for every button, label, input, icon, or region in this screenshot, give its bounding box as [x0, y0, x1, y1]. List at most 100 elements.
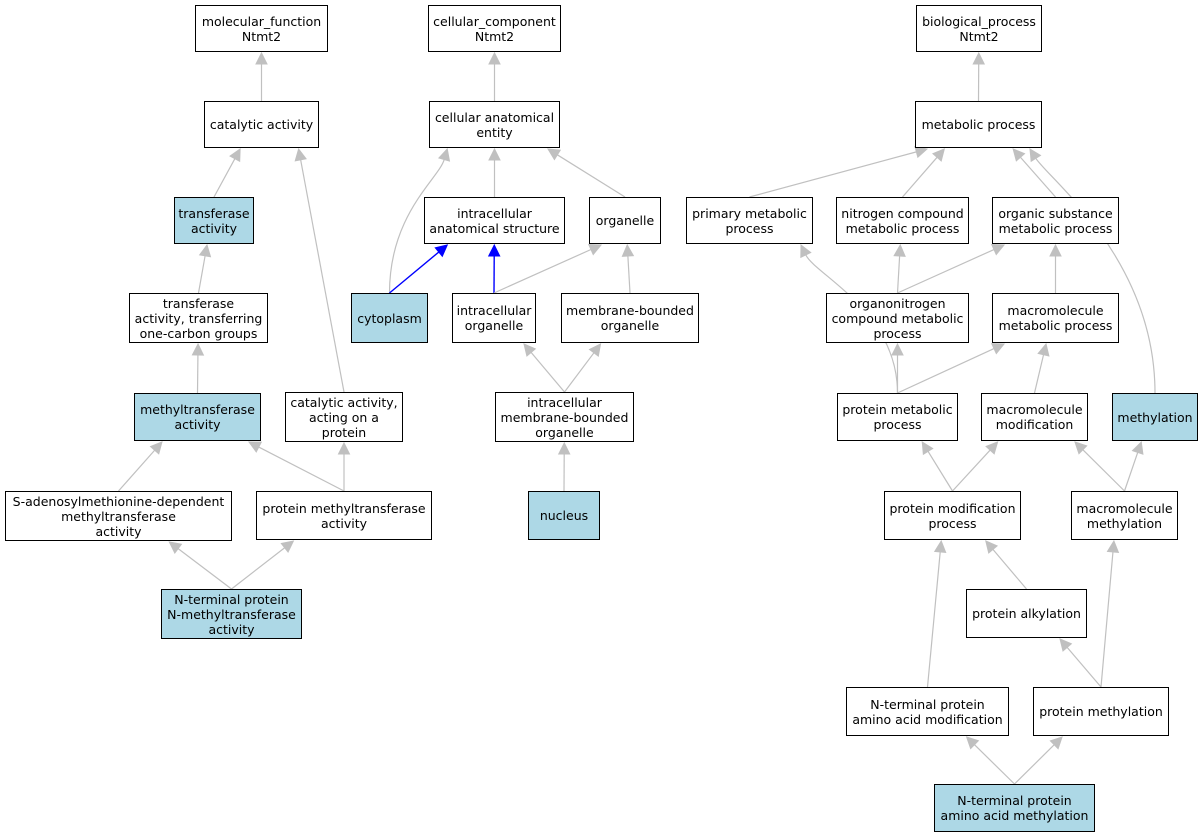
edge-arrowhead [931, 148, 946, 162]
edge-primary_metabolic_process-to-metabolic_process [749, 145, 929, 198]
edge-membrane_bounded_organelle-to-organelle [621, 243, 635, 294]
edge-arrowhead [191, 342, 205, 356]
edge-n_terminal_protein_aa_methylation-to-n_terminal_protein_aa_modification [965, 736, 1015, 785]
edge-arrowhead [1049, 736, 1063, 750]
edge-arrowhead [1074, 441, 1088, 455]
edge-arrowhead [547, 148, 562, 161]
edge-protein_modification_process-to-protein_metabolic_process [921, 441, 954, 492]
node-macromolecule-metabolic-process[interactable]: macromolecule metabolic process [992, 293, 1119, 343]
edge-line [118, 449, 156, 492]
edge-arrowhead [434, 244, 449, 258]
node-membrane-bounded-organelle[interactable]: membrane-bounded organelle [561, 293, 699, 343]
edge-arrowhead [588, 343, 602, 357]
edge-arrowhead [893, 243, 906, 257]
node-protein-methyltransferase-activity[interactable]: protein methyltransferase activity [256, 491, 432, 540]
edge-arrowhead [198, 243, 212, 258]
edge-intracellular_organelle-to-intracellular_anatomical_structure [487, 243, 501, 294]
node-protein-alkylation[interactable]: protein alkylation [966, 589, 1087, 638]
edge-protein_methylation-to-protein_alkylation [1059, 638, 1102, 688]
node-catalytic-activity-on-protein[interactable]: catalytic activity, acting on a protein [285, 392, 403, 442]
edge-intracellular_membrane_bounded_organelle-to-intracellular_organelle [523, 343, 565, 393]
edge-arrowhead [621, 243, 635, 257]
edge-organonitrogen_compound_metabolic_process-to-nitrogen_compound_metabolic_process [893, 243, 906, 294]
edge-cytoplasm-to-intracellular_anatomical_structure [389, 244, 449, 294]
edge-arrowhead [149, 441, 163, 455]
edge-line [1019, 156, 1056, 198]
node-organonitrogen-compound-metabolic-process[interactable]: organonitrogen compound metabolic proces… [826, 293, 969, 343]
edge-line [992, 549, 1027, 590]
edge-arrowhead [168, 541, 183, 554]
edge-protein_methyltransferase_activity-to-methyltransferase_activity [248, 441, 345, 492]
node-organelle[interactable]: organelle [589, 197, 661, 244]
edge-line [902, 156, 938, 198]
edge-arrowhead [437, 147, 451, 162]
node-catalytic-activity[interactable]: catalytic activity [204, 101, 319, 148]
edge-arrowhead [990, 243, 1006, 256]
edge-arrowhead [488, 147, 501, 161]
edge-line [627, 255, 631, 294]
edge-cytoplasm-to-cellular_anatomical_entity [388, 147, 451, 294]
edge-macromolecule_metabolic_process-to-organic_substance_metabolic_process [1049, 243, 1062, 293]
edge-line [897, 348, 995, 394]
node-sam-dependent-methyltransferase[interactable]: S-adenosylmethionine-dependent methyltra… [5, 491, 232, 541]
edge-organelle-to-cellular_anatomical_entity [547, 148, 626, 198]
edge-line [1100, 551, 1114, 688]
node-protein-methylation[interactable]: protein methylation [1033, 687, 1169, 736]
edge-arrowhead [587, 243, 603, 256]
node-macromolecule-modification[interactable]: macromolecule modification [981, 393, 1088, 441]
node-n-terminal-protein-amino-acid-modification[interactable]: N-terminal protein amino acid modificati… [846, 687, 1009, 736]
edge-line [493, 248, 592, 294]
edge-arrowhead [921, 441, 934, 456]
edge-macromolecule_modification-to-macromolecule_metabolic_process [1033, 342, 1050, 394]
node-metabolic-process[interactable]: metabolic process [915, 101, 1042, 148]
edge-nucleus-to-intracellular_membrane_bounded_organelle [557, 441, 571, 492]
node-protein-metabolic-process[interactable]: protein metabolic process [837, 393, 958, 441]
node-intracellular-anatomical-structure[interactable]: intracellular anatomical structure [424, 197, 565, 244]
edge-arrowhead [523, 343, 537, 357]
node-macromolecule-methylation[interactable]: macromolecule methylation [1071, 491, 1178, 540]
node-cellular-component-root[interactable]: cellular_component Ntmt2 [428, 5, 561, 52]
edge-nitrogen_compound_metabolic_process-to-metabolic_process [902, 148, 946, 198]
node-intracellular-membrane-bounded-organelle[interactable]: intracellular membrane-bounded organelle [495, 392, 634, 442]
node-intracellular-organelle[interactable]: intracellular organelle [452, 293, 536, 343]
edge-line [258, 446, 345, 492]
node-nucleus[interactable]: nucleus [528, 491, 600, 540]
edge-arrowhead [990, 343, 1006, 355]
node-n-terminal-protein-amino-acid-methylation[interactable]: N-terminal protein amino acid methylatio… [934, 784, 1095, 832]
edge-line [213, 158, 236, 198]
edge-line [530, 352, 565, 393]
edge-transferase_activity-to-catalytic_activity [213, 148, 241, 198]
edge-line [1066, 646, 1102, 688]
node-methyltransferase-activity[interactable]: methyltransferase activity [134, 393, 261, 441]
node-primary-metabolic-process[interactable]: primary metabolic process [686, 197, 813, 244]
node-cellular-anatomical-entity[interactable]: cellular anatomical entity [429, 101, 560, 148]
node-biological-process-root[interactable]: biological_process Ntmt2 [916, 5, 1042, 52]
node-n-terminal-protein-n-methyltransferase[interactable]: N-terminal protein N-methyltransferase a… [161, 589, 302, 639]
edge-protein_modification_process-to-macromolecule_modification [952, 441, 999, 492]
node-organic-substance-metabolic-process[interactable]: organic substance metabolic process [992, 197, 1119, 244]
node-methylation[interactable]: methylation [1112, 393, 1198, 441]
edge-macromolecule_methylation-to-methylation [1123, 440, 1144, 492]
edge-arrowhead [891, 342, 904, 356]
node-transferase-one-carbon-groups[interactable]: transferase activity, transferring one-c… [129, 293, 268, 343]
edge-arrowhead [1106, 539, 1120, 554]
edge-arrowhead [488, 51, 501, 65]
node-nitrogen-compound-metabolic-process[interactable]: nitrogen compound metabolic process [836, 197, 969, 244]
edge-protein_metabolic_process-to-organonitrogen_compound_metabolic_process [891, 342, 904, 393]
edge-arrowhead [557, 441, 571, 455]
edge-line [927, 451, 954, 492]
edge-organonitrogen_compound_metabolic_process-to-organic_substance_metabolic_process [897, 243, 1006, 294]
edge-line [749, 151, 917, 198]
edge-arrowhead [1012, 148, 1026, 162]
edge-line [974, 744, 1015, 785]
edge-cellular_anatomical_entity-to-cc_root [488, 51, 501, 101]
node-protein-modification-process[interactable]: protein modification process [884, 491, 1021, 540]
edge-line [1123, 452, 1139, 492]
edge-catalytic_activity-to-mf_root [255, 51, 268, 101]
node-transferase-activity[interactable]: transferase activity [174, 197, 254, 244]
edge-arrowhead [487, 243, 501, 257]
node-cytoplasm[interactable]: cytoplasm [351, 293, 428, 343]
node-molecular-function-root[interactable]: molecular_function Ntmt2 [195, 5, 328, 52]
edge-line [926, 551, 941, 688]
